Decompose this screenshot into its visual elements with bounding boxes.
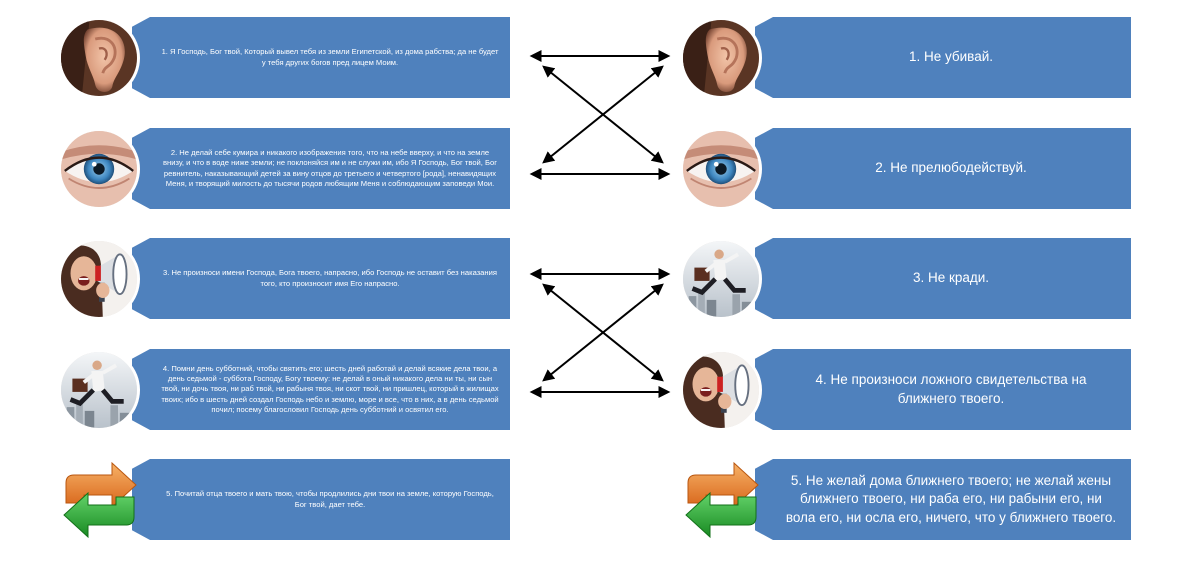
commandment-box: 4. Помни день субботний, чтобы святить е…: [132, 349, 510, 430]
commandment-box: 1. Не убивай.: [755, 17, 1131, 98]
ear-icon: [680, 17, 762, 99]
eye-icon: [58, 128, 140, 210]
commandment-text: 4. Не произноси ложного свидетельства на…: [815, 372, 1087, 406]
commandment-text: 5. Не желай дома ближнего твоего; не жел…: [785, 472, 1117, 525]
arrow-2-1: [542, 65, 664, 164]
right-item-1: 1. Не убивай.: [680, 17, 1132, 99]
connector-arrows: [529, 50, 671, 398]
commandment-text: 4. Помни день субботний, чтобы святить е…: [161, 364, 499, 414]
cycle-arrows-icon: [680, 459, 764, 541]
commandment-text: 3. Не произноси имени Господа, Бога твое…: [163, 268, 497, 288]
commandment-text: 1. Я Господь, Бог твой, Который вывел те…: [161, 47, 499, 67]
commandment-text: 2. Не делай себе кумира и никакого изобр…: [163, 148, 497, 188]
commandment-box: 2. Не делай себе кумира и никакого изобр…: [132, 128, 510, 209]
left-item-5: 5. Почитай отца твоего и мать твою, чтоб…: [58, 459, 510, 540]
commandment-text: 5. Почитай отца твоего и мать твою, чтоб…: [166, 489, 494, 509]
megaphone-woman-icon: [58, 238, 140, 320]
ear-icon: [58, 17, 140, 99]
commandment-box: 1. Я Господь, Бог твой, Который вывел те…: [132, 17, 510, 98]
commandment-box: 5. Почитай отца твоего и мать твою, чтоб…: [132, 459, 510, 540]
running-man-icon: [58, 349, 140, 431]
commandment-box: 5. Не желай дома ближнего твоего; не жел…: [755, 459, 1131, 540]
commandment-text: 2. Не прелюбодействуй.: [875, 160, 1027, 176]
left-item-3: 3. Не произноси имени Господа, Бога твое…: [58, 238, 510, 320]
left-item-1: 1. Я Господь, Бог твой, Который вывел те…: [58, 17, 510, 99]
right-item-2: 2. Не прелюбодействуй.: [680, 128, 1132, 210]
right-item-3: 3. Не кради.: [680, 238, 1132, 320]
commandment-text: 1. Не убивай.: [908, 49, 993, 65]
commandment-box: 3. Не произноси имени Господа, Бога твое…: [132, 238, 510, 319]
commandment-box: 3. Не кради.: [755, 238, 1131, 319]
arrow-4-3: [542, 283, 664, 382]
left-item-4: 4. Помни день субботний, чтобы святить е…: [58, 349, 510, 431]
commandment-text: 3. Не кради.: [912, 270, 990, 286]
left-item-2: 2. Не делай себе кумира и никакого изобр…: [58, 128, 510, 210]
running-man-icon: [680, 238, 762, 320]
commandment-box: 2. Не прелюбодействуй.: [755, 128, 1131, 209]
right-item-5: 5. Не желай дома ближнего твоего; не жел…: [680, 459, 1132, 540]
megaphone-woman-icon: [680, 349, 762, 431]
eye-icon: [680, 128, 762, 210]
commandment-box: 4. Не произноси ложного свидетельства на…: [755, 349, 1131, 430]
right-item-4: 4. Не произноси ложного свидетельства на…: [680, 349, 1132, 431]
cycle-arrows-icon: [58, 459, 142, 541]
